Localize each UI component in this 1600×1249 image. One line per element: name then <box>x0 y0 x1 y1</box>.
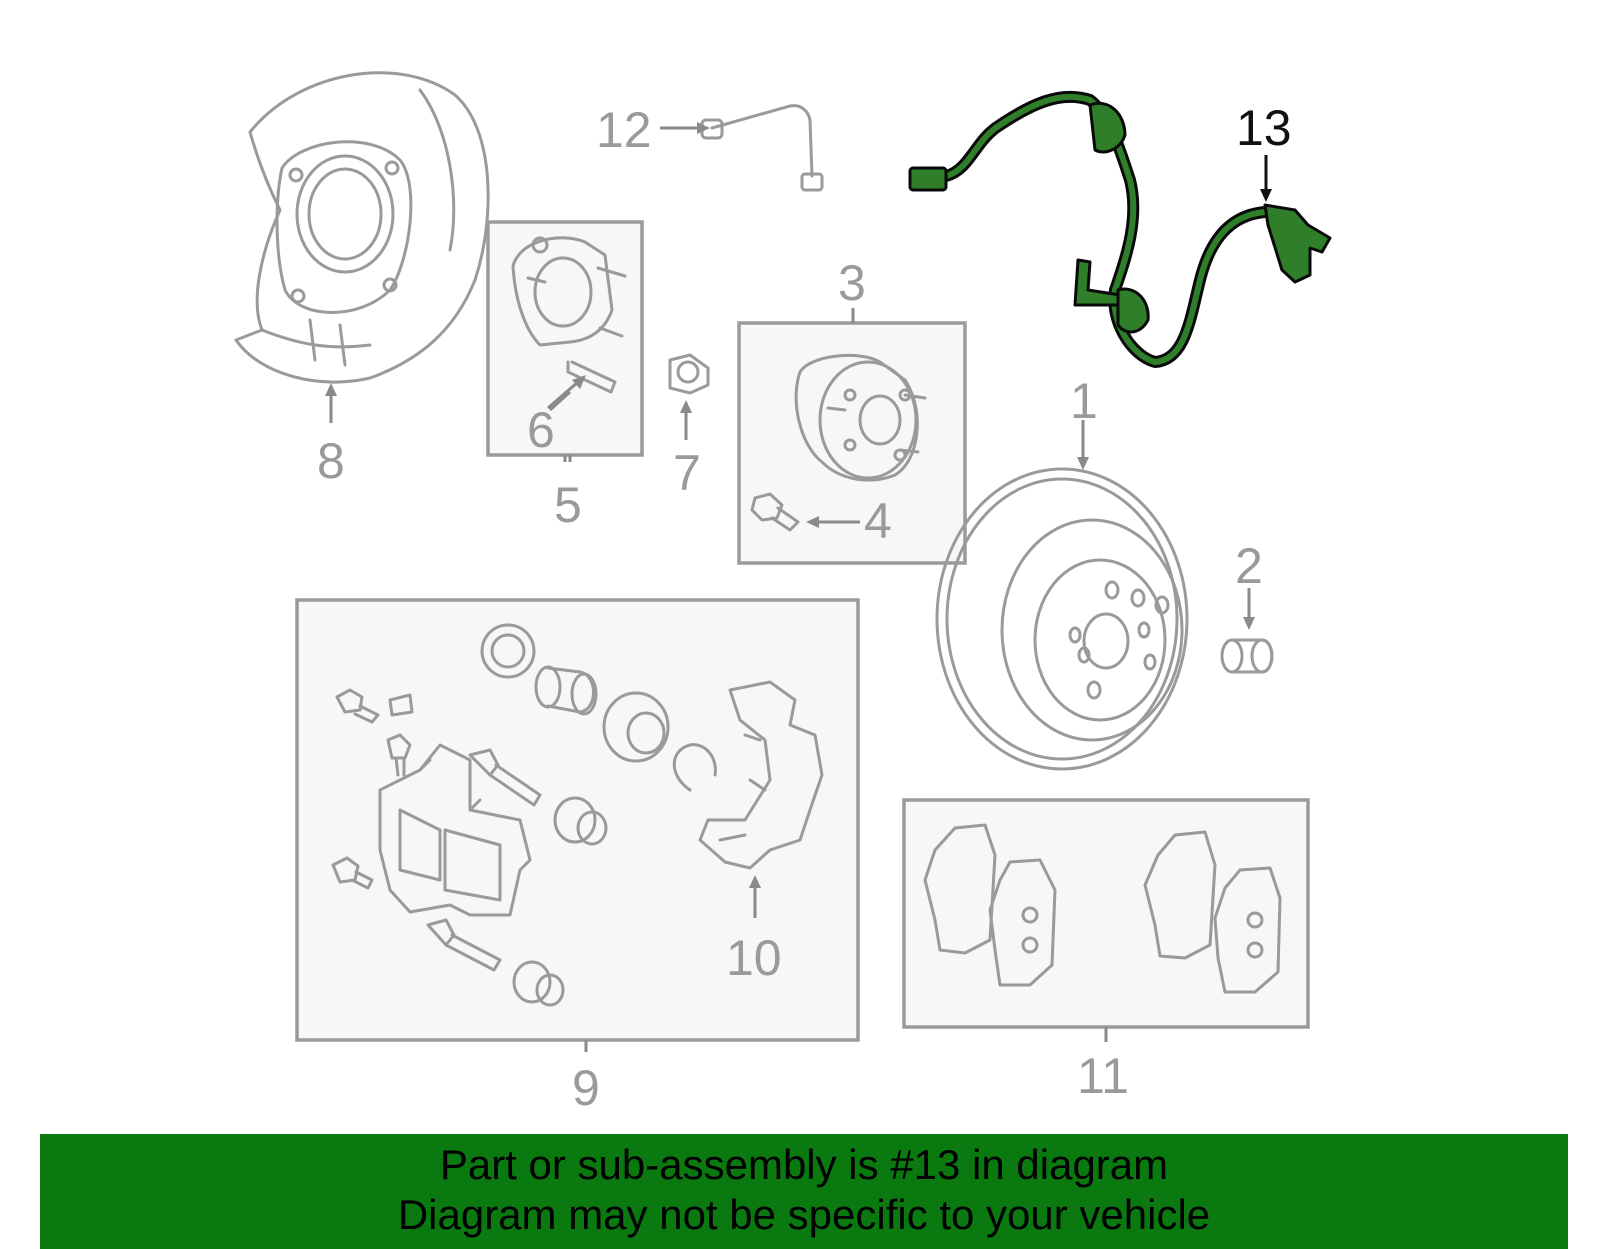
callout-9: 9 <box>572 1060 600 1116</box>
group-box-9 <box>295 598 860 1042</box>
callout-13: 13 <box>1236 100 1292 156</box>
abs-sensor-part-13 <box>908 90 1332 368</box>
callout-2: 2 <box>1235 538 1263 594</box>
callout-7: 7 <box>673 445 701 501</box>
callout-12: 12 <box>596 102 652 158</box>
hub-bearing-part-3 <box>794 353 927 482</box>
banner-line-1: Part or sub-assembly is #13 in diagram <box>439 1141 1169 1188</box>
callout-3: 3 <box>838 255 866 311</box>
callout-6: 6 <box>527 402 555 458</box>
brake-pads-part-11 <box>923 823 1282 994</box>
group-box-3 <box>737 321 967 565</box>
callout-10: 10 <box>726 930 782 986</box>
caliper-bracket-part-10 <box>698 680 824 870</box>
brake-rotor-part-1 <box>935 467 1189 771</box>
callout-1: 1 <box>1070 373 1098 429</box>
callout-4: 4 <box>864 493 892 549</box>
brake-hose-part-12 <box>700 104 824 192</box>
plug-part-2 <box>1220 638 1274 674</box>
dust-shield-part-8 <box>234 71 490 384</box>
group-box-11 <box>902 798 1310 1029</box>
wheel-stud-part-6 <box>566 360 617 394</box>
caliper-part-9 <box>331 623 824 1007</box>
callout-8: 8 <box>317 433 345 489</box>
info-banner: Part or sub-assembly is #13 in diagram D… <box>40 1134 1568 1249</box>
banner-line-2: Diagram may not be specific to your vehi… <box>397 1191 1211 1238</box>
knuckle-part-5 <box>511 236 627 347</box>
callout-5: 5 <box>554 477 582 533</box>
nut-part-7 <box>668 353 710 395</box>
callout-11: 11 <box>1077 1048 1129 1104</box>
leader-lines <box>325 122 1272 1052</box>
hub-bolt-part-4 <box>750 492 800 532</box>
